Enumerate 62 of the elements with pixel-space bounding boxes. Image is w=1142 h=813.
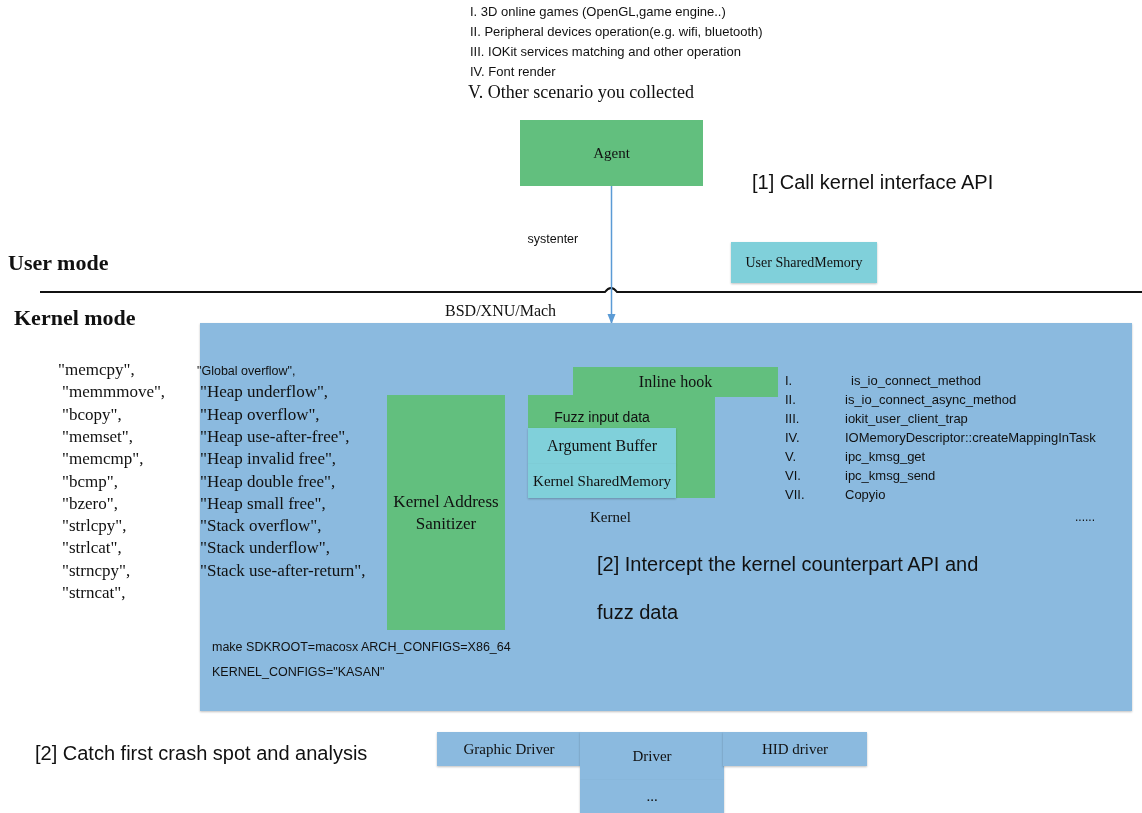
text-label: Copyio bbox=[845, 487, 886, 502]
text-label: [2] Catch first crash spot and analysis bbox=[35, 742, 368, 765]
shared-memory-box: User SharedMemory bbox=[731, 242, 877, 283]
text-label: "Heap use-after-free", bbox=[200, 426, 350, 447]
driver-box: Driver bbox=[580, 732, 724, 780]
text-label: VI. bbox=[785, 468, 801, 483]
text-label: "Heap underflow", bbox=[200, 382, 329, 403]
text-label: is_io_connect_async_method bbox=[845, 392, 1017, 407]
mode-heading: Kernel mode bbox=[14, 305, 136, 331]
driver-box: HID driver bbox=[723, 732, 867, 766]
text-label: "memmmove", bbox=[62, 382, 166, 403]
text-label: "strncat", bbox=[62, 583, 126, 603]
text-label: [2] Intercept the kernel counterpart API and fuzz data bbox=[597, 552, 980, 625]
buffer-box: Argument Buffer bbox=[528, 428, 676, 464]
text-label: "Stack underflow", bbox=[200, 538, 330, 559]
text-label: [1] Call kernel interface API bbox=[752, 171, 994, 194]
text-label: IOMemoryDescriptor::createMappingInTask bbox=[845, 430, 1096, 445]
text-label: "Stack overflow", bbox=[200, 516, 322, 537]
text-label: "bzero", bbox=[62, 493, 118, 514]
arrow bbox=[607, 185, 616, 325]
driver-box: Graphic Driver bbox=[437, 732, 581, 766]
mode-heading: User mode bbox=[8, 250, 109, 276]
text-label: ...... bbox=[1075, 510, 1095, 524]
text-label: "strlcat", bbox=[62, 538, 122, 559]
text-label: II. bbox=[785, 392, 796, 407]
text-label: I. bbox=[785, 373, 793, 388]
agent-box: Agent bbox=[520, 120, 703, 186]
text-label: III. bbox=[785, 411, 800, 426]
scenario-item: V. Other scenario you collected bbox=[468, 82, 695, 103]
fuzz-data-box: Fuzz input data Argument Buffer Kernel SharedMemory bbox=[528, 395, 715, 498]
hook-box: Inline hook bbox=[573, 367, 778, 397]
shared-memory-box: Kernel SharedMemory bbox=[528, 464, 676, 498]
text-label: Kernel bbox=[590, 509, 631, 526]
text-label: "memset", bbox=[62, 426, 133, 447]
text-label: "strlcpy", bbox=[62, 516, 127, 537]
text-label: make SDKROOT=macosx ARCH_CONFIGS=X86_64 bbox=[212, 640, 511, 654]
text-label: "bcmp", bbox=[62, 471, 118, 492]
text-label: IV. bbox=[785, 430, 800, 445]
scenario-item: III. IOKit services matching and other operation bbox=[470, 44, 741, 59]
scenario-item: IV. Font render bbox=[470, 64, 556, 79]
scenario-item: II. Peripheral devices operation(e.g. wifi, bluetooth) bbox=[470, 24, 763, 39]
text-label: ipc_kmsg_send bbox=[845, 468, 936, 483]
text-label: is_io_connect_method bbox=[851, 373, 982, 388]
text-label: "bcopy", bbox=[62, 404, 122, 425]
text-label: "Heap double free", bbox=[200, 471, 336, 492]
text-label: KERNEL_CONFIGS="KASAN" bbox=[212, 665, 385, 679]
text-label: "Stack use-after-return", bbox=[200, 560, 366, 581]
text-label: "Heap overflow", bbox=[200, 404, 320, 425]
text-label: "memcpy", bbox=[58, 360, 135, 380]
sanitizer-box: Kernel Address Sanitizer bbox=[387, 395, 505, 630]
edge-label: systenter bbox=[527, 232, 579, 246]
text-label: iokit_user_client_trap bbox=[845, 411, 968, 426]
text-label: "memcmp", bbox=[62, 449, 144, 470]
text-label: "Heap small free", bbox=[200, 493, 326, 514]
text-label: VII. bbox=[785, 487, 805, 502]
text-label: V. bbox=[785, 449, 797, 464]
text-label: ipc_kmsg_get bbox=[845, 449, 926, 464]
text-label: "strncpy", bbox=[62, 560, 131, 581]
scenario-item: I. 3D online games (OpenGL,game engine..) bbox=[470, 4, 726, 19]
driver-box: ... bbox=[580, 780, 724, 813]
panel-heading: BSD/XNU/Mach bbox=[445, 301, 557, 321]
text-label: "Heap invalid free", bbox=[200, 449, 337, 470]
